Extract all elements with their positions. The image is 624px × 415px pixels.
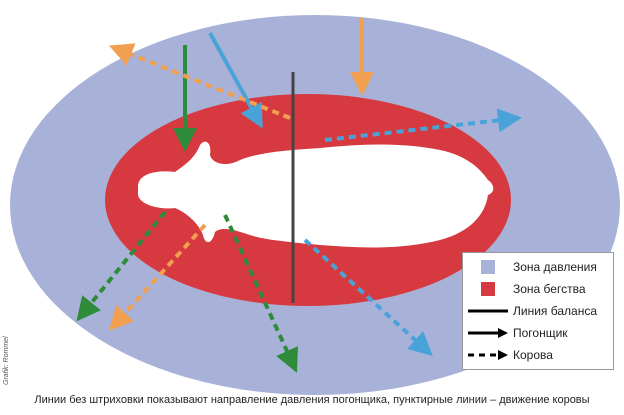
legend-item-flight: Зона бегства — [463, 280, 586, 298]
cow-arrow-green-down — [223, 214, 298, 373]
arrow-icon — [468, 328, 508, 338]
legend-symbol — [463, 260, 513, 274]
legend-item-cow: Корова — [463, 346, 553, 364]
legend-label: Зона бегства — [513, 282, 586, 296]
line-icon — [468, 309, 508, 313]
legend-label: Погонщик — [513, 326, 568, 340]
legend-symbol — [463, 308, 513, 314]
legend-item-handler: Погонщик — [463, 324, 568, 342]
legend-label: Корова — [513, 348, 553, 362]
legend-item-pressure: Зона давления — [463, 258, 597, 276]
cow-arrow-orange-down — [108, 223, 207, 331]
image-credit: Grafik: Rommel — [3, 336, 10, 385]
legend: Зона давления Зона бегства Линия баланса… — [462, 252, 614, 370]
pressure-swatch-icon — [481, 260, 495, 274]
caption: Линии без штриховки показывают направлен… — [34, 394, 590, 406]
dashed-arrow-icon — [468, 350, 508, 360]
legend-item-balance: Линия баланса — [463, 302, 597, 320]
handler-arrow-blue — [208, 32, 263, 129]
cow-arrow-orange-up — [108, 43, 291, 120]
handler-arrows — [173, 18, 374, 152]
legend-symbol — [463, 327, 513, 339]
flight-swatch-icon — [481, 282, 495, 296]
legend-symbol — [463, 349, 513, 361]
cow-arrow-green-left — [76, 210, 167, 322]
legend-label: Линия баланса — [513, 304, 597, 318]
legend-symbol — [463, 282, 513, 296]
cow-arrows — [76, 43, 522, 373]
cow-arrow-blue-down — [303, 238, 433, 357]
legend-label: Зона давления — [513, 260, 597, 274]
